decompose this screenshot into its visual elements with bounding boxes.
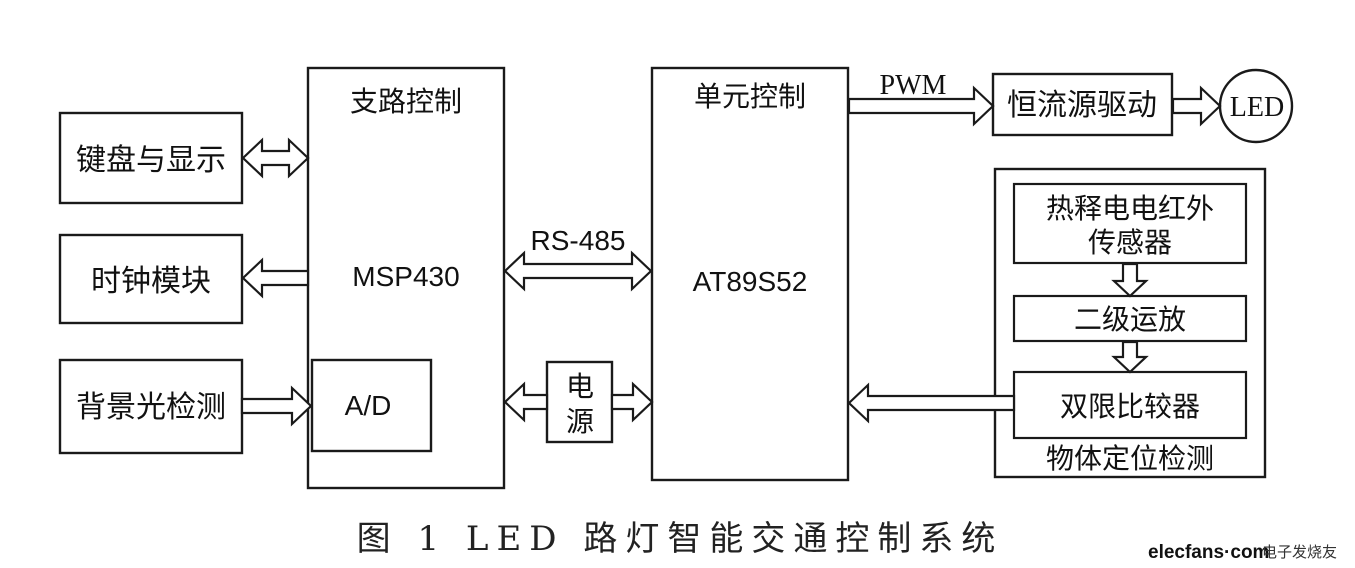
unit-control-label: 单元控制 [694, 80, 806, 113]
comparator-label: 双限比较器 [1060, 390, 1200, 423]
driver-box: 恒流源驱动 [991, 72, 1174, 137]
watermark-logo: elecfans·com [1148, 542, 1269, 563]
driver-to-led-arrow [1171, 85, 1222, 127]
power-label-1: 电 [566, 370, 594, 403]
positioning-label: 物体定位检测 [1046, 442, 1214, 475]
pir-sensor-label-1: 热释电电红外 [1046, 192, 1214, 225]
sensor-to-amp-arrow [1111, 262, 1149, 298]
clock-module-box: 时钟模块 [58, 233, 244, 325]
power-to-unit-arrow [610, 381, 654, 423]
rs485-double-arrow [503, 250, 653, 292]
amp-label: 二级运放 [1074, 303, 1186, 336]
power-label-2: 源 [566, 405, 594, 438]
branch-control-label: 支路控制 [350, 85, 462, 118]
keyboard-display-box: 键盘与显示 [58, 111, 244, 205]
positioning-group: 热释电电红外 传感器 二级运放 双限比较器 物体定位检测 [993, 167, 1267, 479]
driver-label: 恒流源驱动 [1007, 88, 1157, 123]
at89s52-label: AT89S52 [693, 266, 808, 297]
power-box: 电 源 [545, 360, 614, 444]
unit-control-box: 单元控制 AT89S52 [650, 66, 850, 482]
comparator-arrow [847, 382, 1016, 424]
keyboard-display-label: 键盘与显示 [76, 143, 226, 178]
background-arrow [240, 385, 313, 427]
led-label: LED [1230, 92, 1284, 123]
background-light-label: 背景光检测 [76, 390, 226, 425]
clock-module-label: 时钟模块 [91, 264, 211, 299]
msp430-label: MSP430 [352, 261, 459, 292]
led-circle: LED [1218, 68, 1294, 144]
amp-to-comparator-arrow [1111, 340, 1149, 374]
pir-sensor-label-2: 传感器 [1088, 226, 1172, 259]
watermark-cn: 电子发烧友 [1262, 543, 1337, 561]
ad-label: A/D [345, 390, 392, 421]
background-light-box: 背景光检测 [58, 358, 244, 455]
figure-caption: 图 1 LED 路灯智能交通控制系统 [357, 519, 1004, 559]
pwm-arrow [847, 85, 995, 127]
ad-box: A/D [310, 358, 433, 453]
power-to-branch-arrow [503, 381, 549, 423]
pwm-label: PWM [880, 70, 947, 101]
keyboard-double-arrow [241, 137, 310, 179]
clock-arrow [241, 257, 310, 299]
rs485-label: RS-485 [531, 225, 626, 256]
